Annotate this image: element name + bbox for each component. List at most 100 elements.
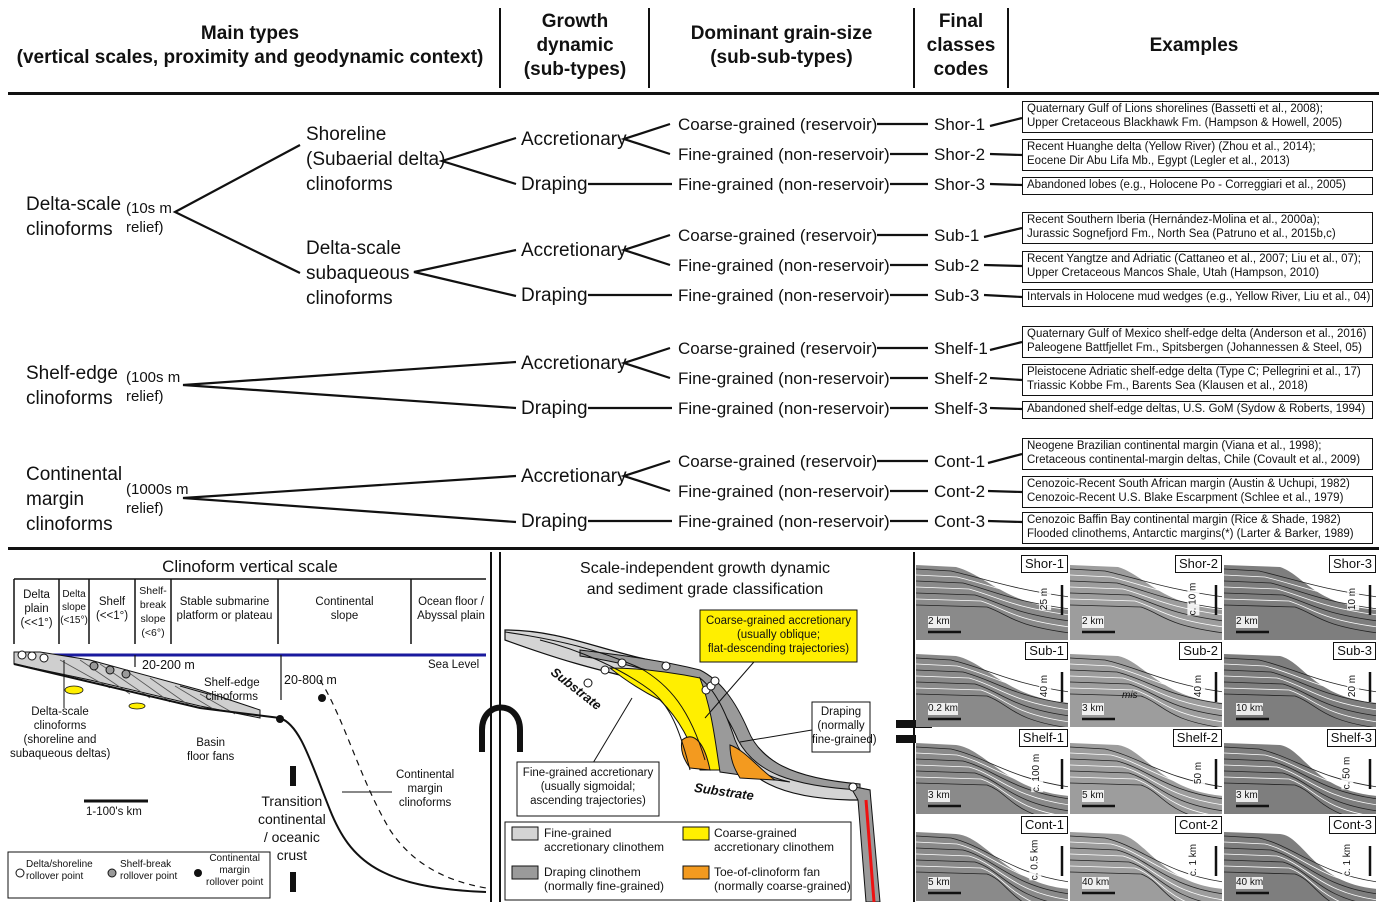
thumbnail-vertical-scale: c. 10 m [1187, 582, 1200, 616]
col-text: Delta [62, 589, 86, 600]
column-shelf: Shelf(<<1°) [89, 595, 135, 623]
thumbnail-horizontal-scale: 40 km [1082, 877, 1110, 889]
thumbnail-reflector [1224, 592, 1376, 622]
lbl: accretionary clinothem [714, 840, 835, 854]
thumbnail-reflector [1224, 693, 1375, 727]
thumbnail-reflector [1070, 586, 1222, 616]
thumbnail-reflector [916, 782, 1035, 814]
tree-branch [182, 474, 517, 524]
code-label: Cont-1 [934, 452, 986, 472]
grain-fine: Fine-grained (non-reservoir) [678, 369, 890, 389]
thumbnail-reflector [1070, 847, 1222, 895]
lbl: Shelf-edge [204, 677, 260, 689]
thumbnail-reflector [916, 764, 1068, 806]
legend-draping: Draping clinothem(normally fine-grained) [544, 865, 664, 893]
lbl: rollover point [26, 871, 84, 882]
header-grain-1: Dominant grain-size [690, 23, 873, 44]
lbl: Fine-grained [544, 826, 612, 840]
lbl: clinoforms [205, 691, 259, 703]
example-line: Flooded clinothems, Antarctic margins(*)… [1027, 528, 1354, 540]
thumbnail-reflector [1224, 835, 1376, 883]
growth-draping: Draping [521, 285, 588, 306]
thumbnail-reflector [916, 776, 1055, 814]
lbl: Coarse-grained [714, 826, 797, 840]
growth-accretionary: Accretionary [521, 466, 627, 487]
example-box: Recent Yangtze and Adriatic (Cattaneo et… [1022, 251, 1373, 283]
thumbnail-horizontal-scale: 3 km [1236, 790, 1258, 802]
thumbnail-vertical-scale: 40 m [1038, 674, 1051, 698]
thumbnail-reflector [916, 865, 1032, 901]
lbl: Coarse-grained accretionary [705, 615, 852, 627]
grain-coarse: Coarse-grained (reservoir) [678, 115, 878, 135]
shelf-edge-label: Shelf-edge clinoforms [204, 676, 260, 704]
header-main-line1: Main types [200, 23, 300, 44]
lbl: Transition [261, 793, 323, 809]
column-ocean-floor: Ocean floor /Abyssal plain [411, 595, 491, 623]
tree-branch [182, 360, 517, 410]
lbl: Basin [196, 737, 226, 749]
code-label: Shor-1 [934, 115, 986, 135]
thumbnail-code-label: Shelf-2 [1172, 729, 1222, 747]
thumbnail-reflector [1224, 746, 1376, 788]
example-line: Abandoned lobes (e.g., Holocene Po - Cor… [1027, 179, 1347, 191]
depth-label: 20-800 m [284, 673, 337, 687]
subtype-shoreline: Shoreline (Subaerial delta) clinoforms [306, 122, 445, 197]
main-type-shelf-1: Shelf-edge [26, 363, 118, 384]
lbl: fine-grained) [812, 734, 877, 746]
lbl: clinoforms [398, 797, 452, 809]
grain-fine: Fine-grained (non-reservoir) [678, 256, 890, 276]
example-box: Abandoned lobes (e.g., Holocene Po - Cor… [1022, 177, 1373, 195]
col-text: slope [62, 602, 86, 613]
thumbnail-reflector [916, 687, 1068, 723]
code-label: Cont-3 [934, 512, 986, 532]
thumbnail-code-label: Sub-2 [1179, 642, 1222, 660]
thumbnail-reflector [1070, 604, 1222, 634]
thumbnail-code-label: Shelf-3 [1326, 729, 1376, 747]
example-line: Eocene Dir Abu Lifa Mb., Egypt (Legler e… [1027, 155, 1290, 167]
thumbnail-horizontal-scale: 3 km [1082, 703, 1104, 715]
code-label: Cont-2 [934, 482, 986, 502]
thumbnail-reflector [1224, 669, 1376, 705]
example-line: Neogene Brazilian continental margin (Vi… [1027, 440, 1322, 452]
tree-branch [413, 248, 517, 298]
thumbnail-reflector [916, 758, 1068, 800]
classification-tree [172, 116, 1023, 524]
lbl: floor fans [187, 751, 235, 763]
example-box: Quaternary Gulf of Lions shorelines (Bas… [1022, 101, 1373, 133]
legend-toe-fan: Toe-of-clinoform fan(normally coarse-gra… [714, 865, 851, 893]
relief-continental: (1000s m relief) [126, 480, 189, 518]
main-type-cont-3: clinoforms [26, 514, 113, 535]
thumbnail-reflector [1224, 776, 1363, 814]
thumbnail-horizontal-scale: 2 km [928, 616, 950, 628]
subtype-subaqueous: Delta-scale subaqueous clinoforms [306, 236, 410, 311]
lbl: continental [258, 811, 326, 827]
header-growth-1: Growth [541, 11, 609, 32]
panel-divider [499, 552, 501, 902]
thumbnail-reflector [1070, 687, 1222, 723]
tree-branch [438, 136, 517, 186]
thumbnail-reflector [1070, 681, 1222, 717]
relief-shelf-2: relief) [126, 388, 164, 405]
lbl: Scale-independent growth dynamic [580, 560, 830, 577]
thumbnail-code-label: Shor-2 [1174, 555, 1222, 573]
coarse-accretionary-label: Coarse-grained accretionary (usually obli… [700, 614, 857, 656]
relief-delta-2: relief) [126, 219, 164, 236]
lbl: accretionary clinothem [544, 840, 665, 854]
col-text: (<6°) [141, 627, 165, 639]
thumbnail-vertical-scale: 40 m [1192, 674, 1205, 698]
thumbnail-horizontal-scale: 2 km [1082, 616, 1104, 628]
code-label: Shor-3 [934, 175, 986, 195]
lbl: (usually oblique; [736, 629, 821, 641]
thumbnail-reflector [1070, 770, 1222, 812]
thumbnail-horizontal-scale: 5 km [928, 877, 950, 889]
lbl: Continental [396, 769, 455, 781]
subaqueous-3: clinoforms [306, 288, 393, 309]
lbl: rollover point [120, 871, 178, 882]
thumbnail-reflector [916, 592, 1068, 622]
